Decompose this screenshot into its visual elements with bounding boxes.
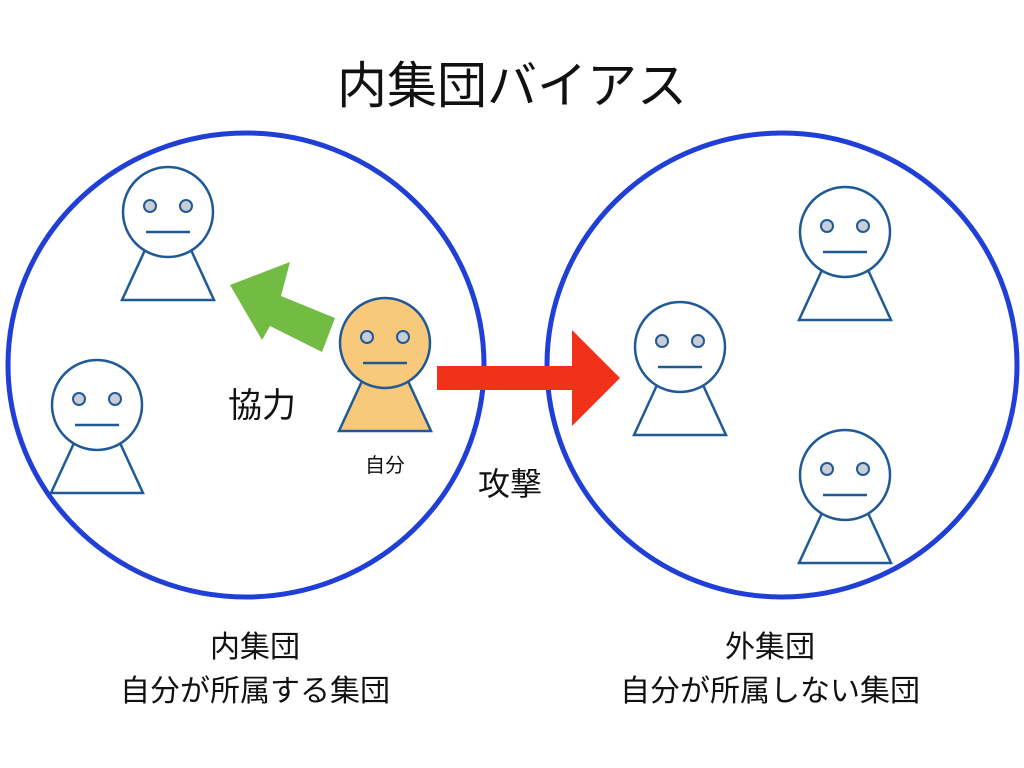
eye-icon: [820, 219, 834, 233]
eye-icon: [179, 199, 193, 213]
eye-icon: [360, 330, 374, 344]
self-person: [337, 296, 433, 433]
eye-icon: [143, 199, 157, 213]
out-group-person: [632, 300, 728, 437]
attack-arrow: [437, 330, 620, 426]
eye-icon: [396, 330, 410, 344]
cooperation-label: 協力: [228, 386, 296, 426]
person-head: [798, 428, 892, 522]
attack-label: 攻撃: [477, 465, 542, 503]
cooperation-arrow: [230, 262, 335, 352]
out-group-person: [797, 428, 893, 565]
out-group-circle: [544, 130, 1020, 600]
out-group-description: 自分が所属しない集団: [620, 674, 920, 709]
in-group-circle: [5, 130, 487, 600]
eye-icon: [820, 462, 834, 476]
self-label: 自分: [365, 453, 405, 477]
in-group-description: 自分が所属する集団: [120, 674, 390, 709]
out-group-name: 外集団: [725, 630, 815, 665]
eye-icon: [655, 334, 669, 348]
in-group-person: [49, 358, 145, 495]
out-group-person: [797, 185, 893, 322]
person-head: [50, 358, 144, 452]
person-head: [633, 300, 727, 394]
in-group-name: 内集団: [210, 630, 300, 665]
in-group-person: [120, 165, 216, 302]
eye-icon: [108, 392, 122, 406]
eye-icon: [856, 219, 870, 233]
person-head: [798, 185, 892, 279]
page-title: 内集団バイアス: [337, 57, 687, 115]
eye-icon: [691, 334, 705, 348]
person-head: [121, 165, 215, 259]
eye-icon: [72, 392, 86, 406]
eye-icon: [856, 462, 870, 476]
person-head: [338, 296, 432, 390]
